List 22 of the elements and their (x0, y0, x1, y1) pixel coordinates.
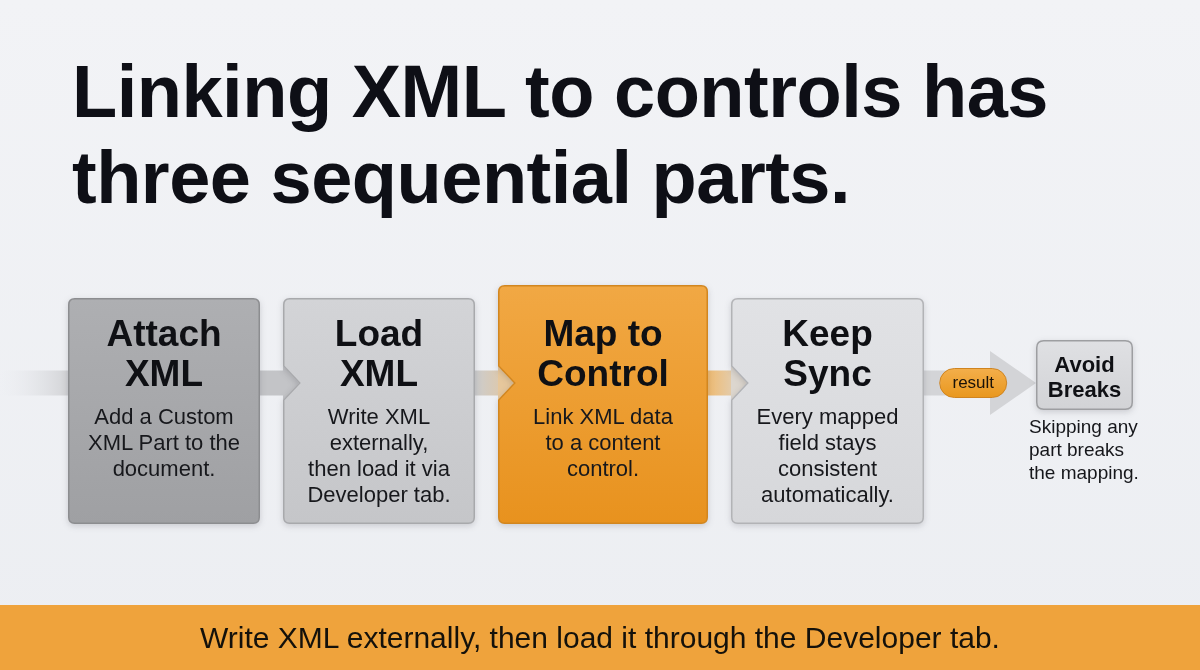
edge-label: result (939, 368, 1008, 398)
process-box (68, 298, 260, 524)
process-box (283, 298, 475, 524)
step-title: Attach XML (105, 314, 223, 394)
title: Linking XML to controls has three sequential parts. (72, 49, 1049, 221)
result-box (1036, 340, 1133, 410)
step-description: Link XML data to a content control. (532, 404, 674, 482)
note-text: Skipping any part breaks the mapping. (1029, 415, 1140, 484)
step-description: Add a Custom XML Part to the document. (86, 404, 241, 482)
arrow (260, 366, 299, 400)
step-title: Map to Control (536, 314, 670, 394)
box-title: Avoid Breaks (1046, 352, 1123, 402)
process-box (731, 298, 924, 524)
arrow (924, 351, 1036, 415)
step-description: Write XML externally, then load it via Developer tab. (306, 404, 452, 508)
caption-text: Write XML externally, then load it through the Developer tab. (200, 619, 1000, 656)
step-title: Load XML (333, 314, 425, 394)
step-title: Keep Sync (781, 314, 874, 394)
arrow (708, 366, 747, 400)
process-box (498, 285, 708, 524)
step-description: Every mapped field stays consistent automatically. (755, 404, 900, 508)
arrow (475, 366, 514, 400)
